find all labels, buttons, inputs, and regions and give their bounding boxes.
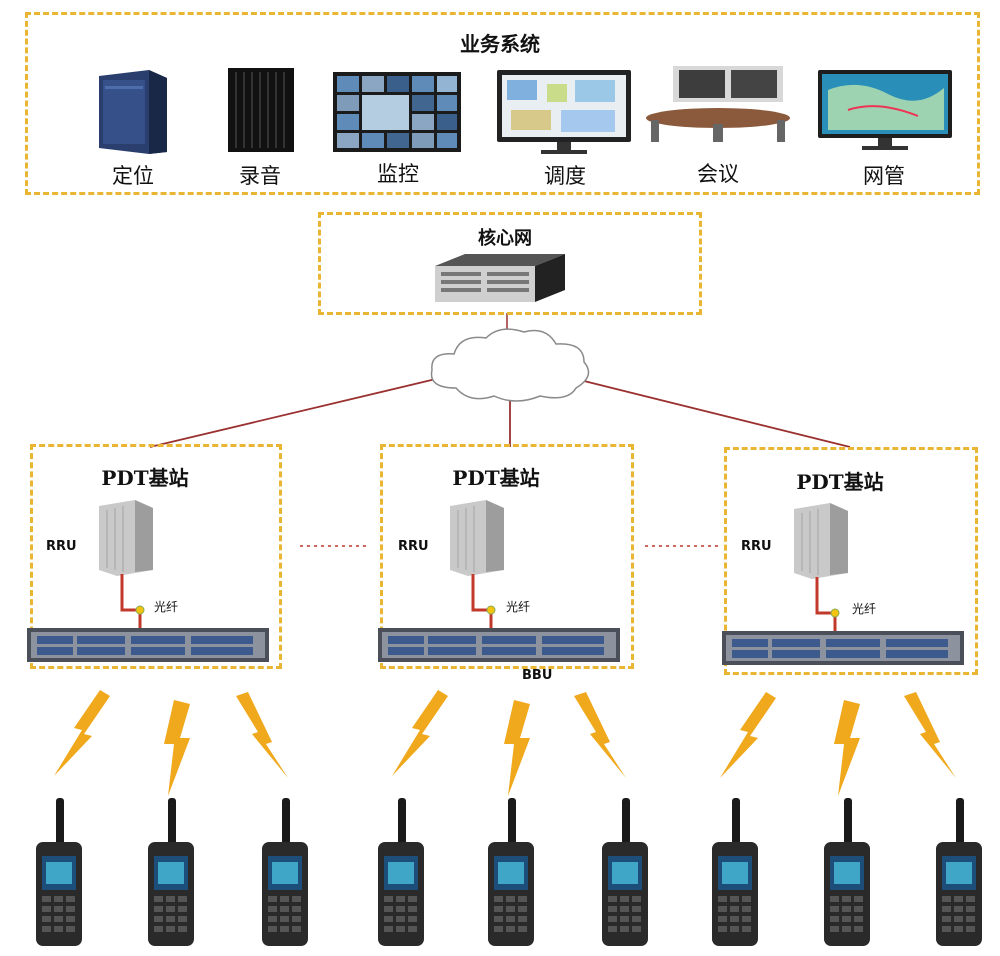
pdt-station-box — [724, 447, 978, 675]
rru-label: RRU — [741, 539, 772, 554]
handheld-radio-icon — [818, 798, 870, 950]
bbu-unit-icon — [378, 628, 620, 666]
business-item-label: 监控 — [377, 162, 419, 186]
station-title: PDT基站 — [796, 470, 884, 494]
business-item-label: 会议 — [697, 162, 739, 186]
signal-lightning-icon — [52, 690, 116, 794]
business-item-label: 网管 — [863, 164, 905, 188]
handheld-radio-icon — [30, 798, 82, 950]
signal-lightning-icon — [390, 690, 454, 794]
bbu-unit-icon — [27, 628, 269, 666]
video-wall-icon — [333, 72, 461, 156]
business-system-box — [25, 12, 980, 195]
fiber-label: 光纤 — [852, 602, 877, 616]
handheld-radio-icon — [142, 798, 194, 950]
signal-lightning-icon — [232, 692, 296, 796]
signal-lightning-icon — [900, 692, 964, 796]
signal-lightning-icon — [718, 692, 782, 796]
signal-lightning-icon — [570, 692, 634, 796]
handheld-radio-icon — [706, 798, 758, 950]
business-item-label: 录音 — [239, 164, 281, 188]
rru-label: RRU — [46, 539, 77, 554]
handheld-radio-icon — [930, 798, 982, 950]
handheld-radio-icon — [482, 798, 534, 950]
bbu-label: BBU — [522, 668, 553, 683]
handheld-radio-icon — [596, 798, 648, 950]
rru-label: RRU — [398, 539, 429, 554]
pdt-station-box — [30, 444, 282, 669]
rru-unit-icon — [790, 503, 852, 583]
fiber-link — [461, 574, 521, 658]
core-network-title: 核心网 — [478, 228, 532, 249]
handheld-radio-icon — [256, 798, 308, 950]
signal-lightning-icon — [830, 700, 894, 804]
fiber-link — [110, 574, 170, 658]
core-switch-icon — [435, 252, 565, 308]
station-title: PDT基站 — [452, 466, 540, 490]
business-item-label: 定位 — [112, 164, 154, 188]
server-rack-icon — [228, 68, 294, 156]
conference-room-icon — [643, 66, 793, 150]
link-station-1 — [149, 377, 441, 448]
dispatch-monitor-icon — [497, 70, 631, 158]
rru-unit-icon — [95, 500, 157, 580]
network-management-monitor-icon — [818, 70, 952, 158]
signal-lightning-icon — [500, 700, 564, 804]
core-network-box — [318, 212, 702, 315]
business-item-label: 调度 — [544, 164, 586, 188]
link-station-3 — [579, 379, 851, 448]
cloud-icon — [420, 322, 600, 408]
signal-lightning-icon — [160, 700, 224, 804]
business-system-title: 业务系统 — [460, 32, 540, 56]
pdt-station-box — [380, 444, 634, 669]
handheld-radio-icon — [372, 798, 424, 950]
fiber-link — [805, 577, 865, 661]
fiber-label: 光纤 — [506, 600, 531, 614]
fiber-label: 光纤 — [154, 600, 179, 614]
server-cabinet-icon — [97, 68, 169, 158]
station-title: PDT基站 — [101, 466, 189, 490]
rru-unit-icon — [446, 500, 508, 580]
bbu-unit-icon — [722, 631, 964, 669]
